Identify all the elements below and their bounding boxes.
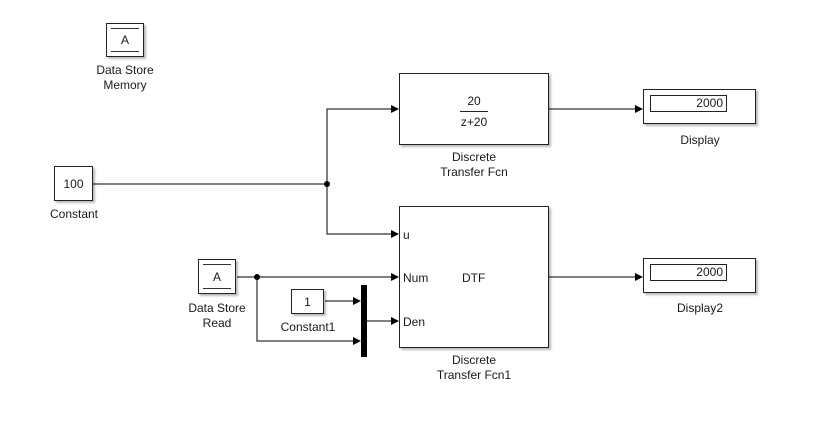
label-line: Transfer Fcn1 — [436, 368, 512, 382]
constant-value: 100 — [63, 176, 84, 191]
display2-value: 2000 — [650, 264, 727, 281]
fraction-bar — [460, 111, 488, 112]
label-line: Discrete — [451, 150, 496, 164]
ds-bottom-line — [111, 51, 139, 52]
data-store-memory-block[interactable]: A — [106, 23, 144, 57]
label-line: Data Store — [188, 301, 246, 315]
port-den: Den — [403, 315, 426, 329]
port-u: u — [403, 228, 410, 242]
data-store-read-label: Data Store Read — [177, 301, 257, 331]
transfer-function: 20 z+20 — [400, 94, 548, 129]
signal-to-dtf-u[interactable] — [326, 184, 399, 238]
display2-block[interactable]: 2000 — [643, 258, 756, 293]
ds-top-line — [111, 28, 139, 29]
branch-point — [324, 181, 330, 187]
constant1-block[interactable]: 1 — [291, 289, 324, 314]
constant1-value: 1 — [304, 294, 311, 309]
discrete-transfer-fcn-block[interactable]: 20 z+20 — [399, 73, 549, 145]
data-store-memory-label: Data Store Memory — [85, 63, 165, 93]
label-line: Memory — [103, 78, 147, 92]
display2-label: Display2 — [676, 301, 724, 315]
ds-top-line — [203, 264, 231, 265]
constant1-label: Constant1 — [280, 320, 336, 334]
label-line: Data Store — [96, 63, 154, 77]
label-line: Transfer Fcn — [440, 165, 508, 179]
display-label: Display — [680, 133, 720, 147]
port-num: Num — [403, 271, 429, 285]
ds-read-icon-text: A — [212, 269, 221, 284]
discrete-tf-label: Discrete Transfer Fcn — [424, 150, 524, 180]
data-store-read-block[interactable]: A — [198, 259, 236, 294]
dtf-center-text: DTF — [462, 271, 486, 285]
discrete-transfer-fcn1-block[interactable]: u Num DTF Den — [399, 206, 549, 348]
signal-dsread-to-mux[interactable] — [256, 277, 361, 345]
label-line: Read — [202, 316, 232, 330]
numerator: 20 — [467, 94, 481, 108]
display-block[interactable]: 2000 — [643, 89, 756, 124]
ds-memory-icon-text: A — [120, 33, 129, 47]
discrete-tf1-label: Discrete Transfer Fcn1 — [424, 353, 524, 383]
label-line: Discrete — [451, 353, 496, 367]
constant-block[interactable]: 100 — [54, 166, 93, 201]
display-value: 2000 — [650, 95, 727, 112]
mux-block[interactable] — [361, 285, 367, 357]
signal-to-discrete-tf[interactable] — [326, 105, 399, 184]
ds-bottom-line — [203, 288, 231, 289]
denominator: z+20 — [460, 115, 488, 129]
constant-label: Constant — [49, 207, 99, 221]
branch-point — [254, 274, 260, 280]
